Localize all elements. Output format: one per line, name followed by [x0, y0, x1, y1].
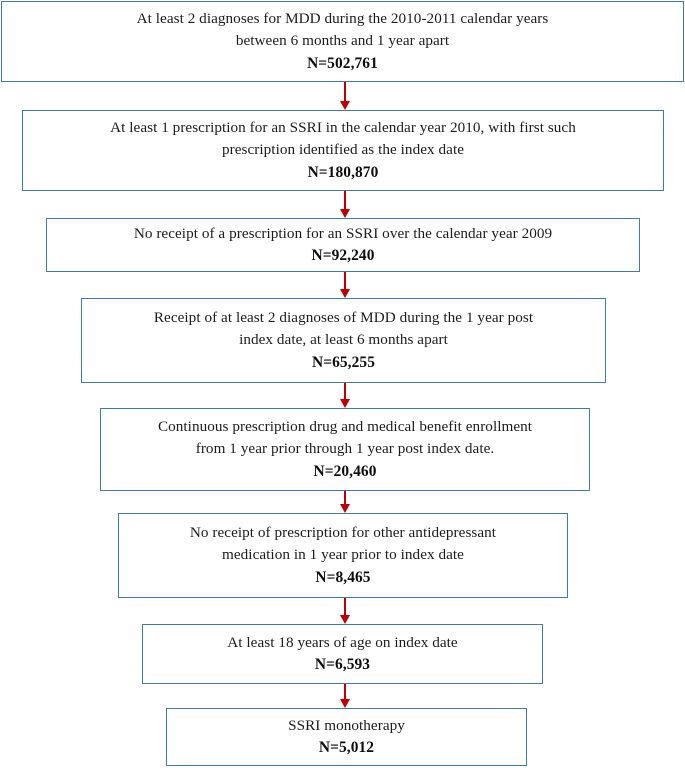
arrow-head: [340, 615, 350, 624]
arrow-shaft: [344, 82, 346, 102]
flow-node-text: No receipt of a prescription for an SSRI…: [133, 224, 553, 242]
flow-node-text: SSRI monotherapy: [288, 716, 405, 734]
arrow-head: [340, 504, 350, 513]
arrow-node2-to-node3-icon: [338, 191, 352, 218]
flow-node-continuous-enrollment[interactable]: Continuous prescription drug and medical…: [100, 408, 590, 491]
flow-node-adult-age-18-plus[interactable]: At least 18 years of age on index date N…: [142, 624, 543, 684]
arrow-head: [340, 699, 350, 708]
flow-node-count: N=65,255: [311, 353, 375, 371]
flow-node-count: N=92,240: [311, 247, 375, 264]
arrow-head: [340, 399, 350, 408]
flow-node-count: N=502,761: [307, 54, 378, 72]
arrow-shaft: [344, 598, 346, 616]
flow-node-text: At least 1 prescription for an SSRI in t…: [110, 118, 576, 159]
arrow-shaft: [344, 272, 346, 290]
arrow-head: [340, 209, 350, 218]
flow-node-count: N=6,593: [314, 656, 371, 673]
flow-node-count: N=20,460: [313, 462, 377, 480]
arrow-shaft: [344, 491, 346, 505]
arrow-node6-to-node7-icon: [338, 598, 352, 624]
flow-node-no-ssri-2009[interactable]: No receipt of a prescription for an SSRI…: [46, 218, 640, 272]
arrow-shaft: [344, 191, 346, 210]
arrow-node7-to-node8-icon: [338, 684, 352, 708]
flow-node-text: At least 18 years of age on index date: [227, 633, 458, 651]
arrow-shaft: [344, 684, 346, 700]
flow-node-no-other-antidepressant[interactable]: No receipt of prescription for other ant…: [118, 513, 568, 598]
flow-node-mdd-diagnoses-post-index[interactable]: Receipt of at least 2 diagnoses of MDD d…: [81, 298, 606, 383]
arrow-head: [340, 101, 350, 110]
flow-node-text: Continuous prescription drug and medical…: [157, 417, 533, 458]
flow-node-count: N=8,465: [315, 568, 371, 586]
flow-node-text: No receipt of prescription for other ant…: [189, 523, 497, 564]
arrow-node1-to-node2-icon: [338, 82, 352, 110]
arrow-node5-to-node6-icon: [338, 491, 352, 513]
flow-node-count: N=5,012: [318, 739, 375, 756]
arrow-node4-to-node5-icon: [338, 383, 352, 408]
flow-node-mdd-diagnoses-2010-2011[interactable]: At least 2 diagnoses for MDD during the …: [1, 1, 684, 82]
flow-node-text: Receipt of at least 2 diagnoses of MDD d…: [153, 308, 534, 349]
arrow-node3-to-node4-icon: [338, 272, 352, 298]
flow-node-text: At least 2 diagnoses for MDD during the …: [136, 9, 549, 50]
arrow-shaft: [344, 383, 346, 400]
arrow-head: [340, 289, 350, 298]
flow-node-ssri-monotherapy-final-cohort[interactable]: SSRI monotherapy N=5,012: [166, 708, 527, 766]
flow-node-count: N=180,870: [307, 163, 379, 181]
flow-node-ssri-prescription-2010-index-date[interactable]: At least 1 prescription for an SSRI in t…: [22, 110, 664, 191]
